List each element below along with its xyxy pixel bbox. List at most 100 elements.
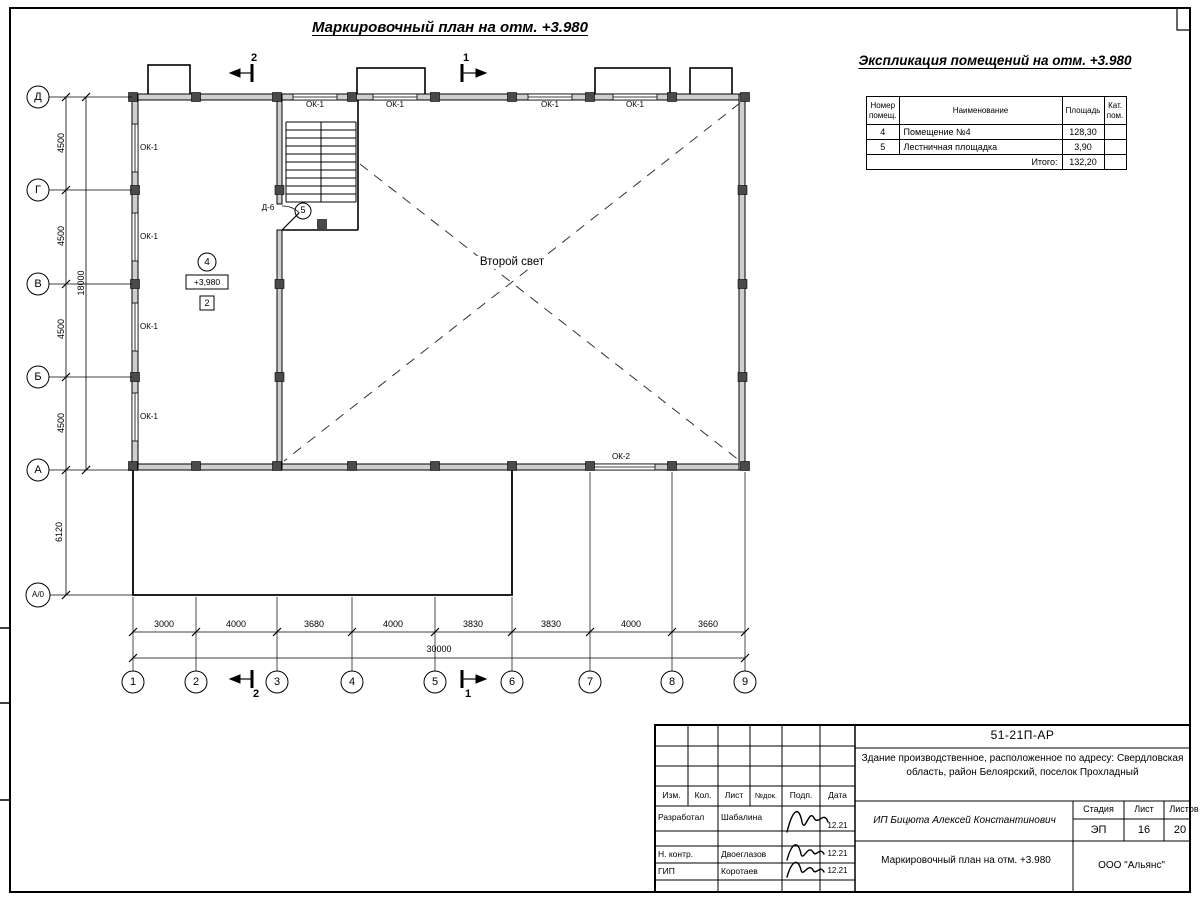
sheet-label: Лист (1134, 804, 1154, 814)
expl-cell-name: Помещение №4 (898, 124, 1063, 140)
label-ok1: ОК-1 (626, 100, 644, 109)
axis-label-4: 4 (348, 676, 356, 688)
sheets-value: 20 (1173, 824, 1187, 836)
col-ndoc: №док. (755, 791, 777, 800)
expl-header-area: Площадь (1061, 96, 1105, 125)
label-ok1: ОК-1 (140, 322, 158, 331)
room4-number: 4 (204, 257, 210, 268)
windows (131, 93, 658, 471)
window-ok1-top-1 (292, 93, 338, 101)
label-ok1: ОК-1 (386, 100, 404, 109)
expl-header-num: Номер помещ. (866, 96, 900, 125)
axis-label-a: А (34, 464, 42, 476)
axis-label-1: 1 (129, 676, 137, 688)
dim-4000-2: 4000 (382, 619, 404, 629)
explication-total-row: Итого: 132,20 (866, 154, 1127, 170)
axis-label-5: 5 (431, 676, 439, 688)
dim-4500-1: 4500 (56, 132, 67, 153)
page-frame (0, 7, 1191, 893)
label-ok1: ОК-1 (541, 100, 559, 109)
axis-label-d: Д (34, 91, 42, 103)
role-developed: Разработал (658, 812, 705, 822)
lower-extension-outline (132, 470, 513, 596)
axis-label-g: Г (35, 184, 41, 196)
axes-bottom (121, 472, 757, 694)
dimension-lines (61, 92, 750, 663)
section-marks (228, 64, 488, 688)
second-light-note: Второй свет (460, 256, 564, 269)
col-data: Дата (828, 790, 847, 800)
second-light-diagonals (283, 102, 741, 462)
expl-cell-cat (1103, 124, 1127, 140)
door-d6-label: Д-6 (261, 203, 275, 212)
dim-3830-1: 3830 (462, 619, 484, 629)
dim-6120: 6120 (54, 521, 65, 542)
dim-4500-4: 4500 (56, 412, 67, 433)
window-ok1-left-3 (131, 302, 139, 352)
label-ok1: ОК-1 (140, 232, 158, 241)
expl-header-cat: Кат. пом. (1103, 96, 1127, 125)
window-ok1-left-2 (131, 212, 139, 262)
signatures (786, 811, 829, 878)
date-developed: 12.21 (827, 821, 848, 830)
explication-header-row: Номер помещ. Наименование Площадь Кат. п… (866, 96, 1127, 125)
stage-value: ЭП (1090, 824, 1107, 836)
company-name: ООО "Альянс" (1098, 860, 1165, 871)
explication-row-2: 5 Лестничная площадка 3,90 (866, 139, 1127, 155)
roof-elements (147, 64, 733, 98)
col-podp: Подп. (789, 790, 813, 800)
window-ok1-left-1 (131, 123, 139, 173)
zone-box-label: 2 (204, 298, 210, 308)
role-ncontr: Н. контр. (658, 849, 694, 859)
explication-row-1: 4 Помещение №4 128,30 (866, 124, 1127, 140)
expl-cell-cat (1103, 139, 1127, 155)
explication-table: Номер помещ. Наименование Площадь Кат. п… (866, 96, 1127, 170)
axis-label-8: 8 (668, 676, 676, 688)
label-ok1: ОК-1 (140, 412, 158, 421)
axis-label-a0: А/0 (31, 590, 44, 599)
dim-3000: 3000 (153, 619, 175, 629)
expl-cell-area: 3,90 (1061, 139, 1105, 155)
interior-wall-lower (276, 229, 283, 471)
level-mark-boxes (185, 202, 312, 311)
room5-circle (294, 202, 312, 220)
sheet-value: 16 (1137, 824, 1151, 836)
dim-3680: 3680 (303, 619, 325, 629)
corner-stamp-box (1176, 7, 1191, 31)
signature-gip (786, 861, 825, 878)
axes-left (25, 85, 133, 608)
dim-4500-3: 4500 (56, 318, 67, 339)
role-gip: ГИП (658, 866, 675, 876)
window-ok2-bottom (586, 463, 656, 471)
axis-label-7: 7 (586, 676, 594, 688)
date-gip: 12.21 (827, 866, 848, 875)
section-2-bottom: 2 (252, 688, 260, 700)
stairs (282, 100, 359, 231)
dim-18000: 18000 (76, 270, 87, 296)
axis-label-9: 9 (741, 676, 749, 688)
expl-header-name: Наименование (898, 96, 1063, 125)
dim-4000-3: 4000 (620, 619, 642, 629)
dim-3830-2: 3830 (540, 619, 562, 629)
name-developed: Шабалина (721, 812, 763, 822)
dim-4500-2: 4500 (56, 225, 67, 246)
dim-4000-1: 4000 (225, 619, 247, 629)
expl-cell-name: Лестничная площадка (898, 139, 1063, 155)
col-izm: Изм. (662, 790, 681, 800)
dim-3660: 3660 (697, 619, 719, 629)
col-kol: Кол. (694, 790, 712, 800)
project-description: Здание производственное, расположенное п… (861, 753, 1184, 778)
expl-cell-num: 4 (866, 124, 900, 140)
axis-label-b: Б (34, 371, 42, 383)
name-gip: Коротаев (721, 866, 758, 876)
signature-ncontr (786, 844, 825, 861)
label-ok1: ОК-1 (140, 143, 158, 152)
signature-developed (786, 811, 829, 833)
section-2-top: 2 (250, 52, 258, 64)
section-1-top: 1 (462, 52, 470, 64)
window-ok1-top-3 (527, 93, 573, 101)
stage-label: Стадия (1083, 804, 1114, 814)
axis-label-v: В (34, 278, 42, 290)
